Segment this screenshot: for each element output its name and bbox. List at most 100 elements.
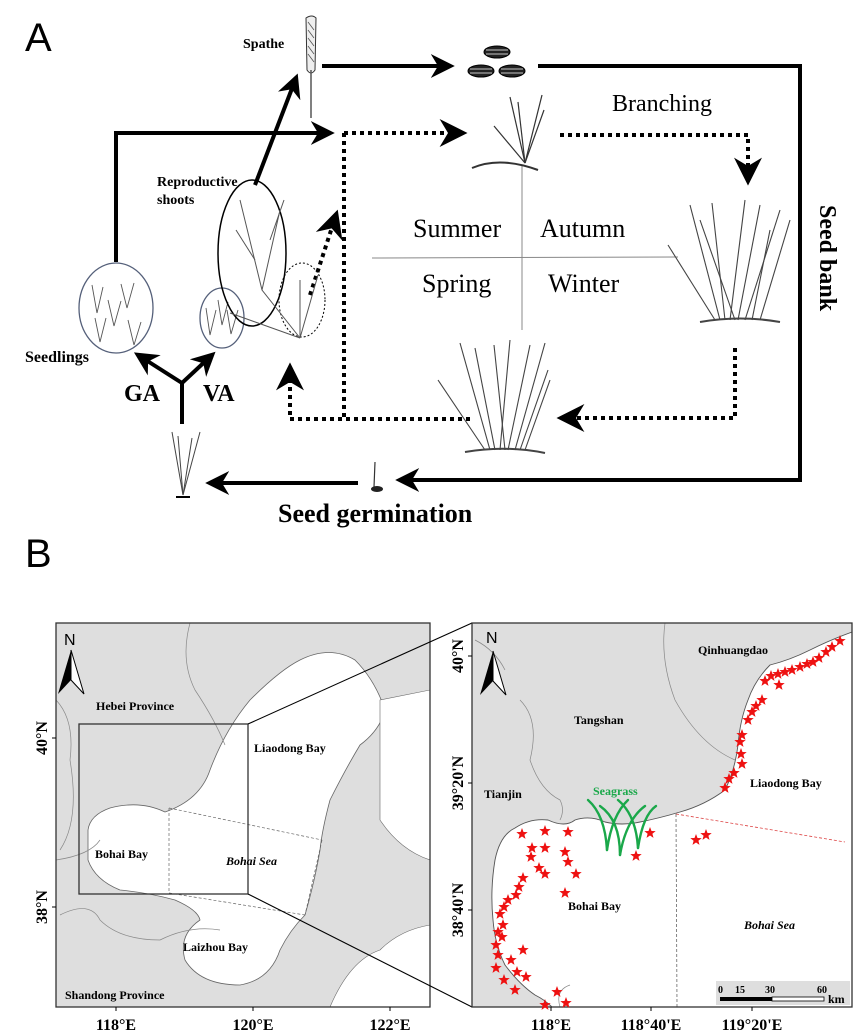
arrow-va xyxy=(180,351,216,385)
scale-bar: 0 15 30 60 km xyxy=(716,981,850,1006)
site-star-marker xyxy=(509,984,521,995)
site-star-marker xyxy=(539,842,551,853)
site-star-marker xyxy=(516,828,528,839)
site-star-marker xyxy=(498,901,510,912)
detail-sea xyxy=(491,631,852,1007)
site-star-marker xyxy=(801,658,813,669)
dotted-arrows xyxy=(276,119,762,432)
site-star-marker xyxy=(511,966,523,977)
seagrass-sites xyxy=(490,635,846,1010)
site-star-marker xyxy=(834,635,846,646)
site-star-marker xyxy=(807,656,819,667)
scale-tick-3: 60 xyxy=(817,985,827,996)
season-cross xyxy=(371,165,679,330)
site-star-marker xyxy=(525,851,537,862)
site-star-marker xyxy=(517,872,529,883)
site-star-marker xyxy=(765,670,777,681)
site-star-marker xyxy=(539,999,551,1010)
season-summer: Summer xyxy=(413,214,501,243)
label-seed-bank: Seed bank xyxy=(814,205,840,312)
scale-tick-1: 15 xyxy=(735,985,745,996)
overview-sea xyxy=(87,652,386,986)
site-star-marker xyxy=(494,908,506,919)
overview-label-hebei: Hebei Province xyxy=(96,699,175,713)
branched-plant-icon xyxy=(667,199,791,323)
site-star-marker xyxy=(759,675,771,686)
panel-b-letter: B xyxy=(25,532,52,576)
site-star-marker xyxy=(490,939,502,950)
site-star-marker xyxy=(794,661,806,672)
site-star-marker xyxy=(736,729,748,740)
site-star-marker xyxy=(496,931,508,942)
arrow-seedlings-to-box xyxy=(114,121,335,262)
detail-xtick-1: 118°40'E xyxy=(621,1017,682,1034)
site-star-marker xyxy=(533,862,545,873)
site-star-marker xyxy=(551,986,563,997)
detail-ytick-0: 40°N xyxy=(450,639,467,673)
site-star-marker xyxy=(559,846,571,857)
site-star-marker xyxy=(539,825,551,836)
site-star-marker xyxy=(492,949,504,960)
site-star-marker xyxy=(497,919,509,930)
solid-arrows xyxy=(114,54,802,495)
arrow-shoot-to-spathe xyxy=(253,73,301,186)
detail-label-liaodong: Liaodong Bay xyxy=(750,776,822,790)
site-star-marker xyxy=(520,971,532,982)
label-va: VA xyxy=(203,381,235,407)
season-autumn: Autumn xyxy=(540,214,625,243)
site-star-marker xyxy=(513,881,525,892)
young-plant-icon xyxy=(471,94,545,171)
detail-label-bohai-bay: Bohai Bay xyxy=(568,899,621,913)
zoom-connector-lines xyxy=(247,622,473,1008)
site-star-marker xyxy=(644,827,656,838)
arrow-seed-bank-loop xyxy=(395,64,802,492)
detail-north-arrow-icon xyxy=(480,650,507,696)
detail-xtick-0: 118°E xyxy=(531,1017,571,1034)
overview-xtick-1: 120°E xyxy=(232,1017,273,1034)
site-star-marker xyxy=(756,694,768,705)
site-star-marker xyxy=(562,826,574,837)
overview-label-liaodong: Liaodong Bay xyxy=(254,741,326,755)
site-star-marker xyxy=(502,894,514,905)
site-star-marker xyxy=(750,700,762,711)
site-star-marker xyxy=(570,868,582,879)
label-ga: GA xyxy=(124,381,161,407)
overview-north-label: N xyxy=(64,632,76,649)
site-star-marker xyxy=(826,641,838,652)
site-star-marker xyxy=(813,652,825,663)
inset-extent-box xyxy=(78,723,249,895)
arrow-ga xyxy=(133,352,184,385)
overview-label-shandong: Shandong Province xyxy=(65,988,165,1002)
site-star-marker xyxy=(510,889,522,900)
detail-xtick-2: 119°20'E xyxy=(722,1017,783,1034)
site-star-marker xyxy=(723,773,735,784)
overview-map: N Hebei Province Liaodong Bay Bohai Bay … xyxy=(34,622,431,1034)
site-star-marker xyxy=(736,758,748,769)
seagrass-bed-icon xyxy=(586,798,658,857)
site-star-marker xyxy=(728,767,740,778)
overview-label-laizhou: Laizhou Bay xyxy=(183,940,248,954)
scale-tick-0: 0 xyxy=(718,985,723,996)
dotted-arrow-branching xyxy=(560,133,762,186)
site-star-marker xyxy=(498,974,510,985)
site-star-marker xyxy=(734,736,746,747)
label-seedlings: Seedlings xyxy=(25,349,89,366)
detail-label-seagrass: Seagrass xyxy=(593,784,638,798)
dotted-arrow-shoot-to-box xyxy=(308,209,343,296)
site-star-marker xyxy=(719,782,731,793)
overview-ytick-0: 40°N xyxy=(34,721,51,755)
site-star-marker xyxy=(559,887,571,898)
scale-unit: km xyxy=(828,992,845,1006)
overview-label-bohai-sea: Bohai Sea xyxy=(225,854,277,868)
overview-xtick-0: 118°E xyxy=(96,1017,136,1034)
detail-ytick-1: 39°20'N xyxy=(450,755,467,810)
label-branching: Branching xyxy=(612,91,712,117)
germinating-seed-icon xyxy=(371,461,383,492)
detail-ytick-2: 38°40'N xyxy=(450,882,467,937)
season-spring: Spring xyxy=(422,269,491,298)
site-star-marker xyxy=(560,997,572,1008)
site-star-marker xyxy=(746,706,758,717)
panel-a-letter: A xyxy=(25,16,52,60)
site-star-marker xyxy=(505,954,517,965)
detail-label-qinhuangdao: Qinhuangdao xyxy=(698,643,768,657)
